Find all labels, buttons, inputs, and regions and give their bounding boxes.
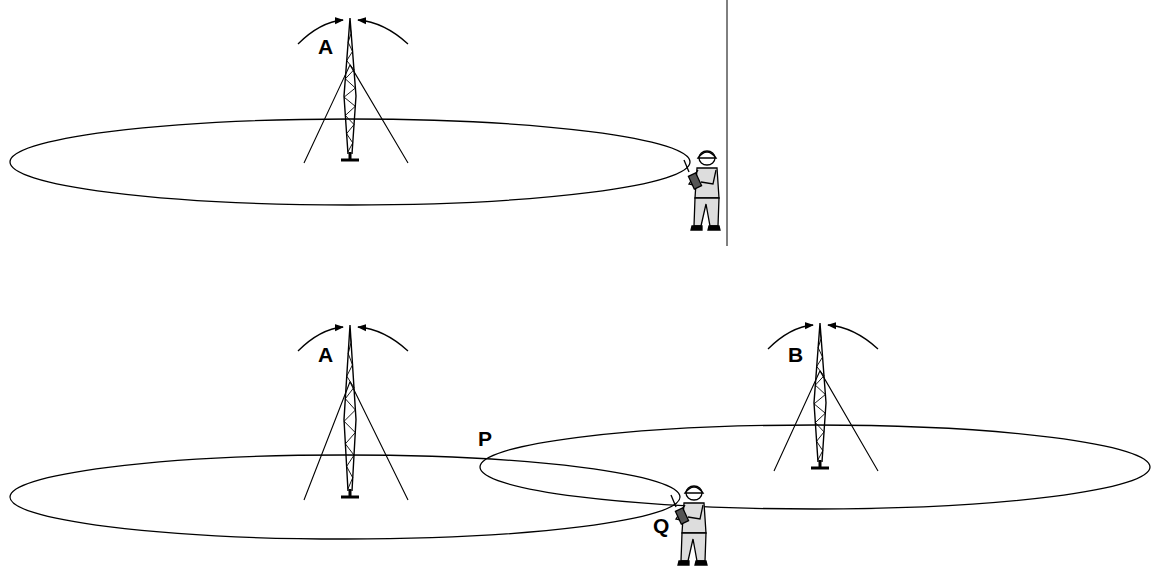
panel-divider <box>727 0 728 246</box>
radio-operator <box>684 151 720 230</box>
station-label: A <box>318 344 333 365</box>
point-label: Q <box>653 515 669 536</box>
figures <box>298 18 878 565</box>
point-label: P <box>478 428 492 449</box>
antenna-tower <box>768 323 878 471</box>
range-ellipse <box>10 119 690 205</box>
antenna-tower <box>298 18 408 163</box>
radio-operator <box>671 486 707 565</box>
antenna-tower <box>298 325 408 500</box>
station-label: B <box>788 344 803 365</box>
range-ellipse <box>480 425 1150 509</box>
station-label: A <box>318 36 333 57</box>
